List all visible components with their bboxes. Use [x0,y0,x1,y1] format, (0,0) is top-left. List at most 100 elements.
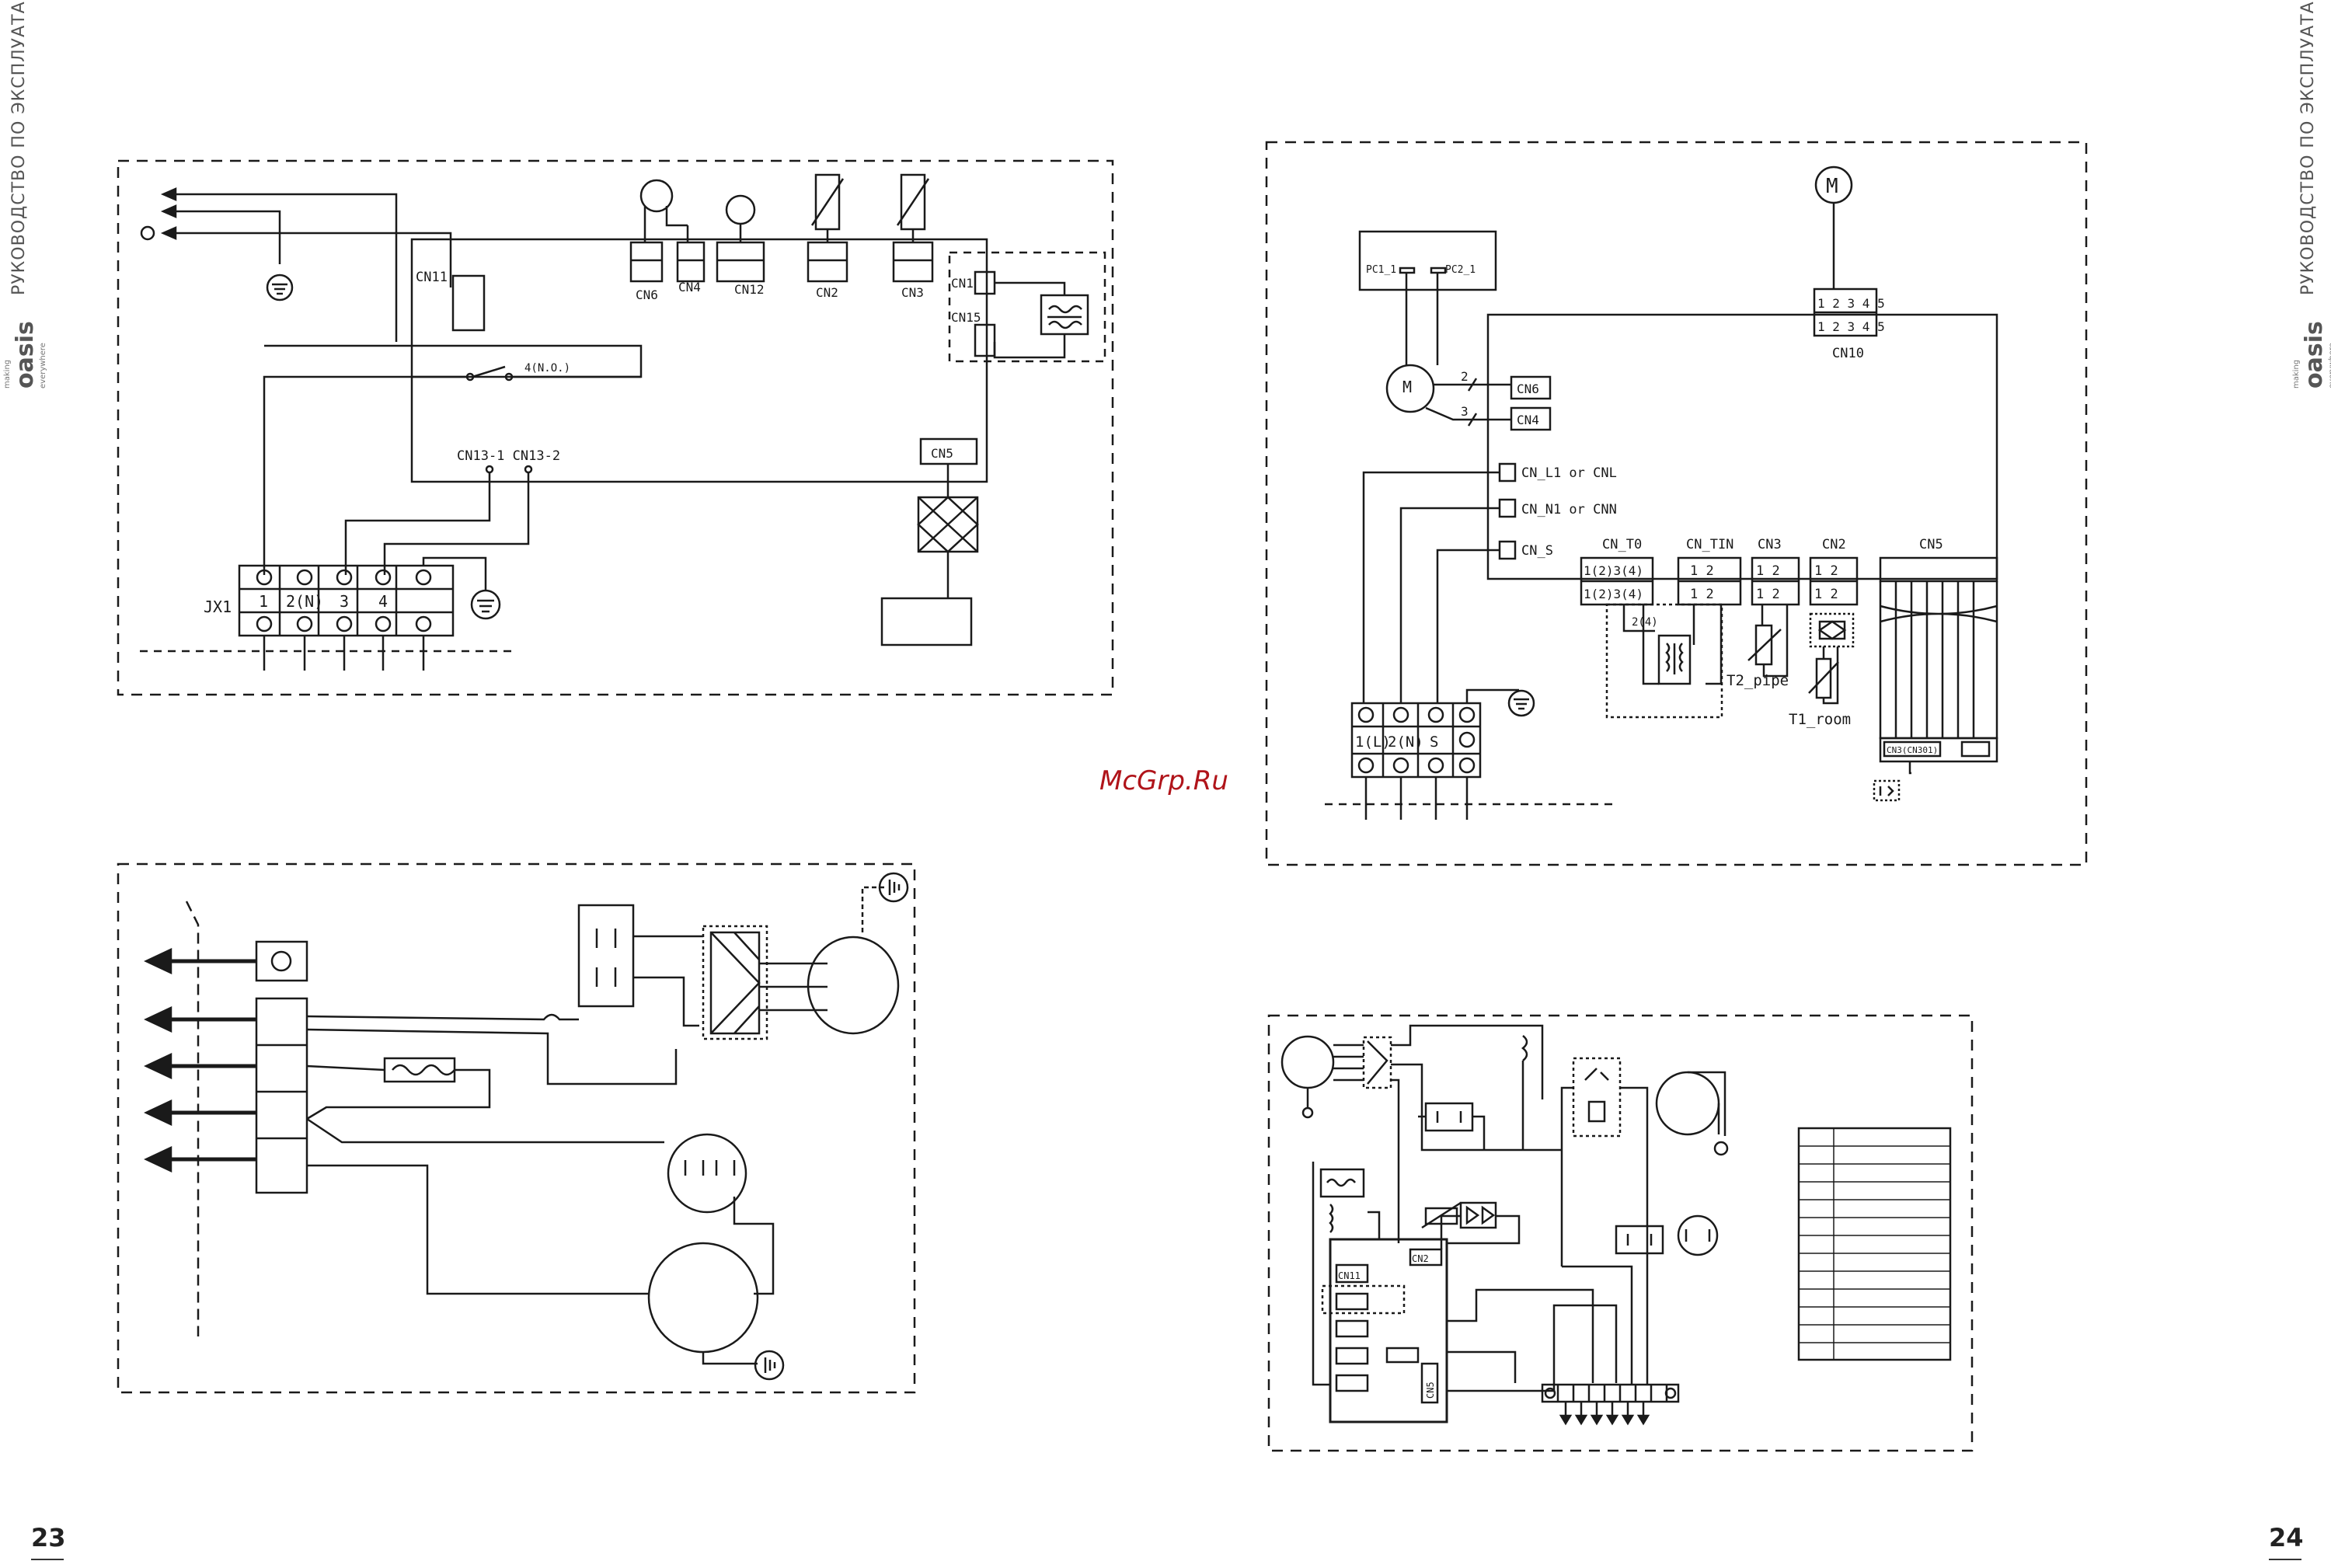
cn-tin-label: CN_TIN [1686,537,1733,552]
wire [702,1352,758,1365]
cn-tin-pins-bottom: 1 2 [1690,587,1714,602]
cn12-label: CN12 [734,282,765,297]
ground-icon-lines [272,283,287,295]
cn11-label: CN11 [1338,1270,1361,1281]
wire [163,232,452,287]
cn5-label: CN5 [1919,537,1943,552]
ground-icon [266,274,294,301]
pc1-label: PC1_1 [1366,264,1396,276]
cn11-label: CN11 [416,270,448,285]
t0-coil [1665,643,1684,674]
control-board [410,238,988,483]
ground-icon-lines [1514,698,1529,710]
ground-icon-lines [477,599,494,613]
cn6-block [1510,375,1552,400]
wire [422,556,487,591]
cn-t0-label: CN_T0 [1602,537,1642,552]
cn2-pins-bottom: 1 2 [1814,587,1838,602]
cn-t0-optional-box [1605,603,1723,719]
cns-block [1498,540,1517,560]
relay-switch [472,365,506,378]
page-number-right-rule [2269,1559,2301,1560]
cn12-block [716,241,765,283]
page-number-left: 23 [31,1523,66,1552]
t1-label: T1_room [1789,711,1851,728]
wire [1465,688,1519,703]
motor-icon [1677,1214,1719,1256]
t2-thermistor-wires [1747,605,1789,678]
compressor-motor-icon [807,936,900,1035]
arrows-left [144,948,256,1173]
t2-label: T2_pipe [1726,672,1789,689]
cn10-pins-top: 1 2 3 4 5 [1817,296,1885,311]
sensor-icon [725,194,756,225]
terminal-leads [1564,1402,1645,1416]
relay-label: 4(N.O.) [524,362,570,375]
cn301-block [1883,740,1942,758]
cn-t0-sub-label: 2(4) [1632,616,1658,629]
terminal-strip-rows [256,1044,307,1140]
cnn-label: CN_N1 or CNN [1521,502,1617,517]
cn1-cn15-box [948,251,1106,363]
ground-icon [140,225,155,241]
fan-motor-capacitor [684,1160,736,1176]
reactor-symbol [1367,1040,1388,1085]
wire [263,636,425,671]
wire [1447,1288,1618,1392]
diagram-3 [117,862,916,1394]
ground-icon [1664,1387,1677,1399]
cn11-block [451,274,486,332]
terminal-strip-divisions [1556,1385,1668,1402]
fan-motor-icon [1655,1071,1720,1136]
arrow-head [160,226,177,240]
cn1-block [974,270,996,295]
wire [263,344,643,575]
wire [733,1197,775,1263]
transformer-secondary [1329,1204,1334,1233]
wire [306,935,703,1027]
receiver-symbol [1879,786,1894,796]
compressor-icon [647,1242,759,1354]
cn-tin-pins-top: 1 2 [1690,563,1714,579]
cn2-sensor [1818,620,1846,640]
terminal-2-label: 2(N) [286,592,323,611]
transformer-coil [1047,305,1082,329]
wire [1333,1044,1364,1082]
t0-transformer [1657,634,1692,685]
diagram-4-frame [1267,1014,1974,1452]
terminal-1-label: 1 [259,592,268,611]
relay-contacts [1560,1068,1649,1305]
cn15-label: CN15 [951,310,981,325]
cn2-sensor-symbol [1817,620,1847,640]
diagram-2: M 1 2 3 4 5 1 2 3 4 5 CN10 PC1_1 PC2_1 M… [1265,141,2088,866]
power-terminal-block [1350,702,1482,779]
cn-t0-pins-bottom: 1(2)3(4) [1584,587,1643,601]
cn4-pin-count: 3 [1461,404,1469,419]
legend-table [1797,1127,1952,1361]
pc1-terminal [1399,267,1416,274]
wire [1447,1214,1521,1245]
cn2-block [807,241,848,283]
cn3-block [892,241,934,283]
diagram-3-frame [117,862,916,1394]
wire [307,1164,775,1295]
cn4-label: CN4 [1517,413,1539,427]
page-number-left-rule [31,1559,64,1560]
page-number-right: 24 [2269,1523,2304,1552]
heater-coil [392,1064,455,1076]
arrow-head [160,187,177,201]
fan-motor-label: M [1402,378,1412,396]
ground-icon [270,950,292,972]
cn4-block [676,241,706,283]
cn5-label: CN5 [931,446,953,461]
jx1-terminal-block [238,564,455,637]
wire [1312,1162,1330,1386]
connector [1385,1347,1420,1364]
cn15-block [974,323,996,357]
diagram-1: CN11 4(N.O.) CN6 CN4 CN12 CN2 CN3 CN1 CN… [117,159,1114,696]
ground-icon [1301,1106,1314,1119]
terminal-3-label: 3 [340,592,349,611]
cn1-label: CN1 [951,276,974,291]
cn11-box [1321,1284,1406,1315]
diagram-2-frame [1265,141,2088,866]
